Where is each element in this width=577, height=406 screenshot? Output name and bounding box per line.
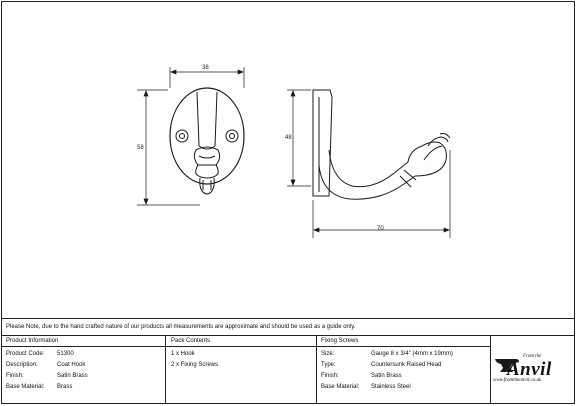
pack-item: 2 x Fixing Screws — [171, 362, 219, 368]
finish-value: Satin Brass — [57, 373, 88, 379]
dimension-projection-label: 70 — [377, 226, 384, 232]
pack-contents-title: Pack Contents — [171, 338, 211, 344]
screw-type-value: Countersunk Raised Head — [371, 362, 442, 368]
screw-finish-value: Satin Brass — [371, 373, 402, 379]
dimension-projection — [312, 150, 451, 238]
fixing-screws-row: Size: Gauge 8 x 3/4" (4mm x 19mm) — [321, 350, 453, 358]
divider-top — [1, 318, 575, 319]
front-view-backplate — [169, 87, 245, 195]
divider-headers — [1, 346, 490, 347]
dimension-side-height — [287, 89, 311, 187]
screw-base-material-value: Stainless Steel — [371, 384, 411, 390]
product-code-label: Product Code: — [6, 351, 45, 357]
fixing-screws-row: Base Material: Stainless Steel — [321, 383, 411, 391]
fixing-screws-row: Finish: Satin Brass — [321, 372, 402, 380]
dimension-width — [169, 67, 245, 88]
anvil-icon — [495, 359, 519, 372]
product-info-row: Finish: Satin Brass — [6, 372, 88, 380]
technical-drawing — [137, 67, 451, 238]
fixing-screws-title: Fixing Screws — [321, 338, 359, 344]
product-info-row: Base Material: Brass — [6, 383, 72, 391]
divider-col-1 — [165, 335, 166, 404]
divider-note — [1, 335, 575, 336]
finish-label: Finish: — [6, 373, 24, 379]
product-information-title: Product Information — [6, 338, 59, 344]
screw-type-label: Type: — [321, 362, 336, 368]
base-material-value: Brass — [57, 384, 73, 390]
logo-from-the: From the — [523, 354, 542, 359]
dimension-width-label: 38 — [202, 65, 209, 71]
divider-col-2 — [316, 335, 317, 404]
product-info-row: Product Code: 51300 — [6, 350, 74, 358]
pack-item: 1 x Hook — [171, 351, 195, 357]
screw-size-value: Gauge 8 x 3/4" (4mm x 19mm) — [371, 351, 453, 357]
disclaimer-note: Please Note, due to the hand crafted nat… — [6, 324, 356, 330]
product-code-value: 51300 — [57, 351, 74, 357]
logo-url: www.fromtheanvil.co.uk — [493, 378, 542, 383]
screw-finish-label: Finish: — [321, 373, 339, 379]
side-view-hook — [312, 89, 451, 200]
dimension-side-height-label: 48 — [285, 135, 292, 141]
dimension-height — [137, 89, 200, 206]
description-label: Description: — [6, 362, 38, 368]
divider-col-3 — [490, 335, 491, 404]
product-info-row: Description: Coat Hook — [6, 361, 85, 369]
fixing-screws-row: Type: Countersunk Raised Head — [321, 361, 441, 369]
dimension-height-label: 58 — [137, 145, 144, 151]
screw-base-material-label: Base Material: — [321, 384, 360, 390]
screw-size-label: Size: — [321, 351, 335, 357]
description-value: Coat Hook — [57, 362, 86, 368]
base-material-label: Base Material: — [6, 384, 45, 390]
logo-brand: Anvil — [507, 359, 552, 380]
